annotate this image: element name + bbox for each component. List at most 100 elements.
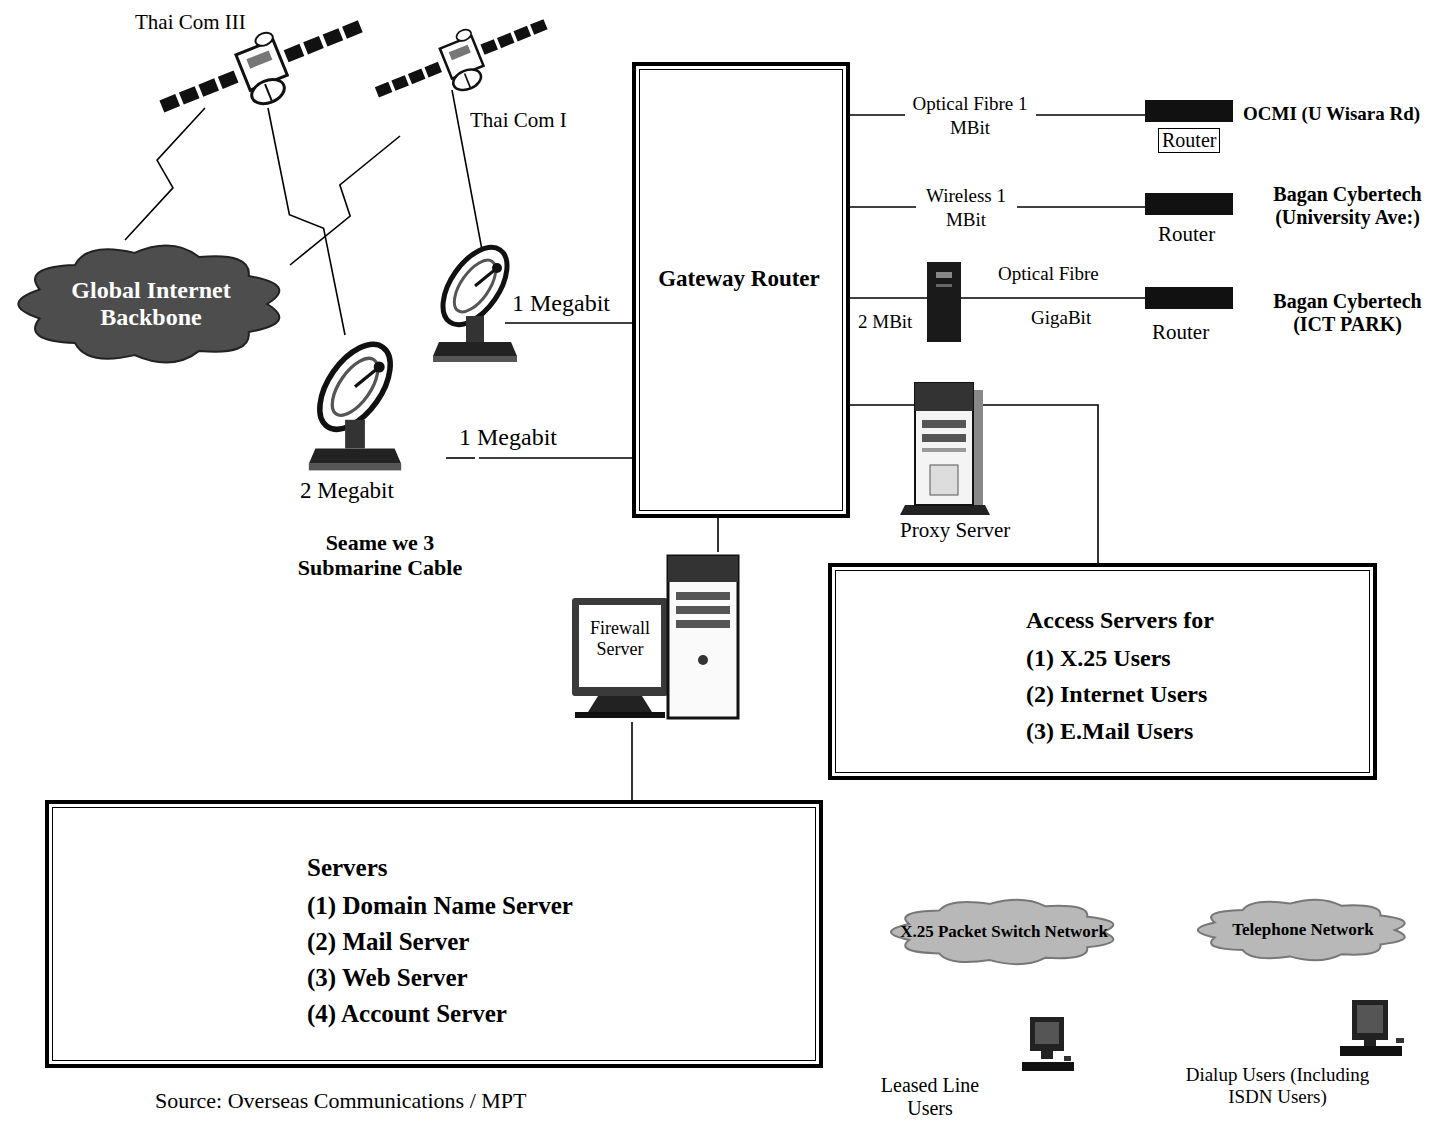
user-computer	[1357, 1005, 1383, 1033]
user-computer	[1035, 1022, 1059, 1044]
satellite-icon	[367, 0, 559, 122]
user-computer	[1396, 1038, 1404, 1043]
router-bar	[1145, 287, 1233, 309]
node-label: X.25 Packet Switch Network	[899, 922, 1109, 942]
node-label: Gateway Router	[636, 266, 842, 292]
node-text: OCMI (U Wisara Rd)	[1243, 103, 1443, 125]
link-label: Wireless 1 MBit	[916, 184, 1017, 233]
link-label: Optical Fibre 1 MBit	[905, 92, 1036, 141]
satellite-icon	[455, 28, 473, 43]
firewall-computer	[588, 696, 652, 712]
user-computer	[1022, 1062, 1074, 1071]
gateway-router-box: Gateway Router	[632, 62, 850, 518]
router-site: Router OCMI (U Wisara Rd)	[1145, 98, 1450, 160]
firewall-computer	[676, 592, 730, 600]
connector	[850, 297, 1145, 299]
node-text: (1) Domain Name Server	[307, 892, 573, 921]
dish-antenna	[306, 332, 405, 470]
user-computer	[1030, 1017, 1064, 1051]
cloud-shape	[12, 240, 290, 368]
connector	[717, 518, 719, 552]
router-site: Router Bagan Cybertech (University Ave:)	[1145, 180, 1450, 252]
network-switch	[936, 284, 952, 287]
user-computer	[1352, 1000, 1388, 1040]
wire	[446, 457, 475, 459]
satellite-icon	[162, 76, 238, 107]
dish-antenna	[323, 351, 386, 423]
user-computer	[1064, 1056, 1071, 1061]
node-label: 2 Megabit	[300, 478, 394, 504]
dish-antenna	[430, 236, 520, 362]
cloud-outline	[18, 246, 279, 363]
access-server-box: Access Servers for(1) X.25 Users(2) Inte…	[828, 563, 1377, 780]
server-tower	[973, 390, 983, 505]
node-label: Leased Line Users	[865, 1074, 995, 1120]
satellite-icon	[254, 30, 275, 48]
dish-antenna	[309, 448, 401, 463]
node-text: Bagan Cybertech (University Ave:)	[1250, 183, 1445, 229]
user-computer	[1340, 1046, 1402, 1056]
firewall-computer	[668, 556, 738, 582]
firewall-computer	[676, 620, 730, 628]
link-label: 2 MBit	[855, 310, 915, 335]
connector	[479, 457, 632, 459]
firewall-computer	[579, 605, 661, 687]
firewall-computer	[572, 556, 738, 718]
server-tower	[922, 434, 966, 442]
firewall-computer	[698, 655, 708, 665]
firewall-computer	[668, 556, 738, 718]
server-tower	[915, 383, 973, 505]
dish-antenna	[466, 316, 484, 342]
radio-link	[268, 108, 345, 335]
link-label: 1 Megabit	[512, 290, 610, 318]
router-site: RouterBagan Cybertech (ICT PARK)	[1145, 284, 1450, 348]
wire	[505, 322, 632, 324]
firewall-server: Firewall Server	[570, 552, 742, 722]
server-tower	[900, 383, 990, 515]
satellite: Thai Com III	[130, 8, 340, 108]
node-text: (2) Mail Server	[307, 928, 469, 957]
cloud-outline	[1198, 900, 1405, 960]
dish-antenna	[446, 253, 503, 318]
user-terminal: Dialup Users (Including ISDN Users)	[1175, 998, 1415, 1120]
satellite-icon	[450, 66, 484, 94]
router-bar	[1145, 100, 1233, 122]
node-text: (1) X.25 Users	[1026, 645, 1171, 673]
user-terminal: Leased Line Users	[865, 1010, 1080, 1124]
user-computer	[1022, 1017, 1074, 1071]
ground-station: 2 MegabitSeame we 3 Submarine Cable	[285, 335, 479, 595]
node-label: Thai Com III	[135, 10, 246, 34]
firewall-computer	[575, 712, 665, 718]
node-label: Firewall Server	[579, 618, 661, 659]
dish-antenna	[309, 464, 401, 471]
user-computer	[1340, 1000, 1404, 1056]
node-label: Router	[1158, 222, 1215, 246]
cloud-outline	[891, 900, 1113, 964]
node-text: Seame we 3 Submarine Cable	[285, 530, 475, 581]
radio-link	[290, 136, 400, 265]
node-label: Router	[1158, 128, 1220, 153]
node-label: Telephone Network	[1203, 920, 1403, 940]
node-label: Servers	[307, 854, 388, 883]
user-computer	[1364, 1040, 1376, 1046]
radio-link	[125, 108, 205, 240]
node-label: Proxy Server	[900, 518, 1010, 542]
connector	[631, 722, 633, 800]
node-text: (4) Account Server	[307, 1000, 507, 1029]
dish-antenna	[374, 362, 385, 373]
internet-cloud: Global Internet Backbone	[12, 240, 290, 368]
satellite-icon	[449, 45, 471, 61]
satellite-icon	[248, 75, 288, 108]
dish-antenna	[433, 356, 517, 362]
node-text: (3) Web Server	[307, 964, 468, 993]
router-bar	[1145, 100, 1233, 309]
server-tower	[900, 505, 990, 515]
firewall-computer	[572, 598, 668, 696]
satellite-icon	[377, 66, 442, 92]
node-label: Access Servers for	[1026, 607, 1214, 635]
server-tower	[930, 465, 958, 495]
source-caption: Source: Overseas Communications / MPT	[155, 1088, 527, 1113]
proxy-server: Proxy Server	[895, 378, 1030, 546]
dish-antenna	[345, 420, 365, 449]
server-box: Servers (1) Domain Name Server (2) Mail Se…	[45, 800, 823, 1068]
